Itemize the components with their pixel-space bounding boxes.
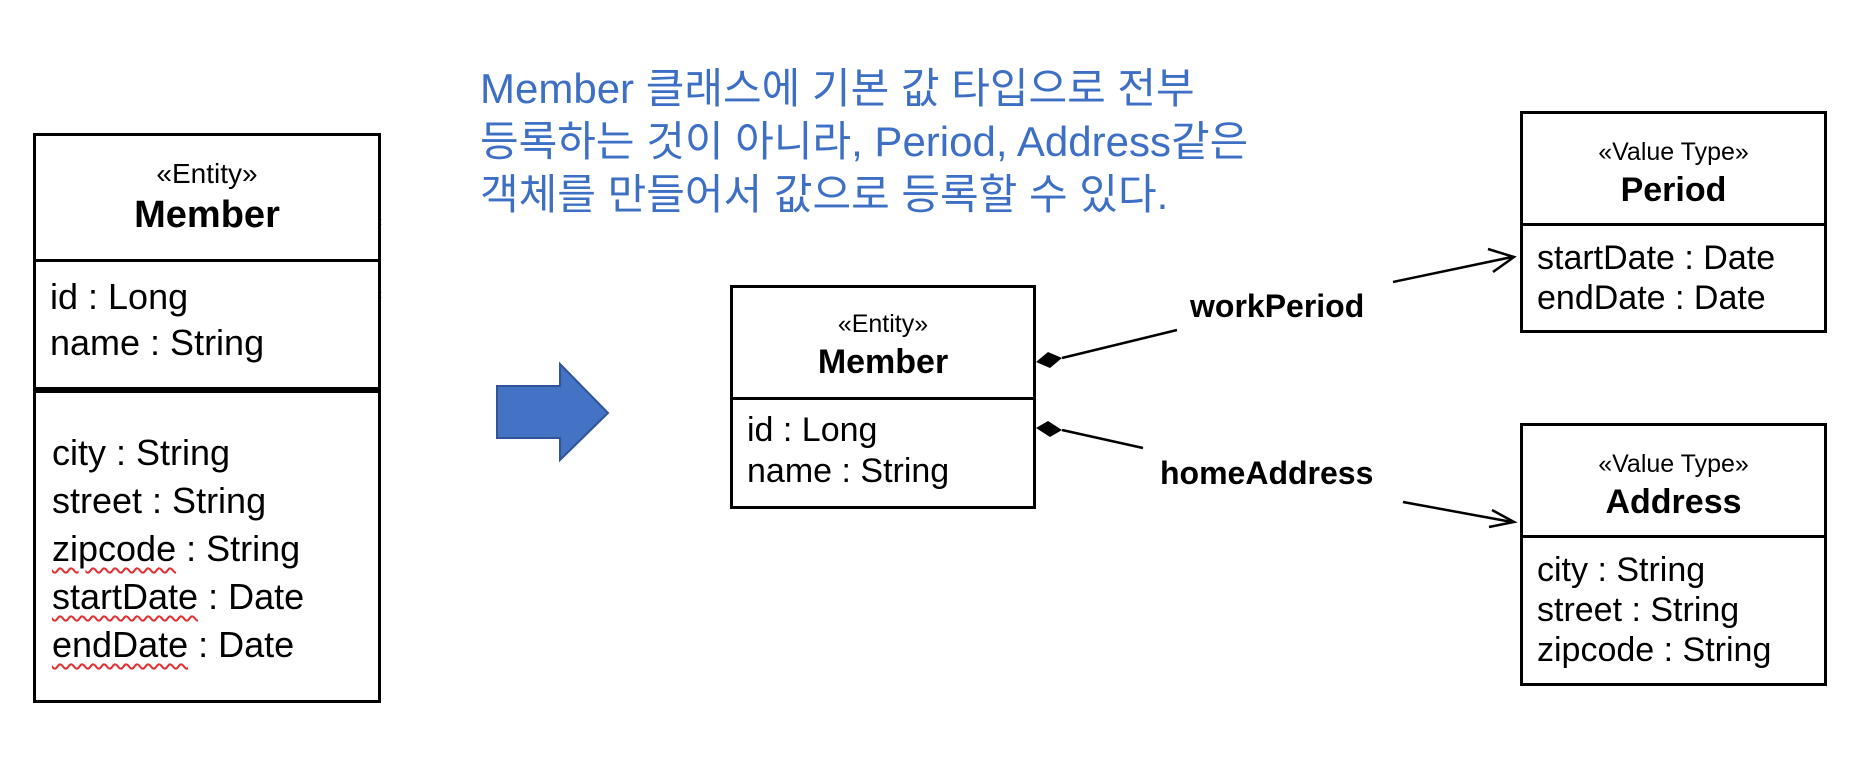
- home-address-line-2: [1402, 500, 1513, 524]
- member-entity-stereotype: «Entity»: [837, 310, 929, 338]
- address-attr-city: city : String: [1537, 551, 1706, 589]
- note-line-1: Member 클래스에 기본 값 타입으로 전부: [480, 65, 1195, 112]
- left-entity-attr-id: id : Long: [50, 276, 189, 317]
- member-entity-attr-id: id : Long: [747, 411, 878, 449]
- left-entity-attributes: id : Long name : String: [36, 262, 378, 390]
- address-header: «Value Type» Address: [1523, 426, 1824, 538]
- work-period-diamond: [1036, 352, 1062, 368]
- address-class-name: Address: [1605, 483, 1742, 521]
- home-address-line-1: [1061, 428, 1144, 450]
- attr-type-street: : String: [142, 480, 267, 521]
- attr-type-zipcode: : String: [176, 528, 301, 569]
- attr-field-street: street: [52, 480, 143, 521]
- left-entity-embedded-attributes: city : String street : String zipcode : …: [36, 390, 378, 669]
- attr-field-enddate: endDate: [52, 624, 189, 665]
- work-period-line-2: [1392, 255, 1513, 284]
- left-entity-header: «Entity» Member: [36, 136, 378, 262]
- left-entity-stereotype: «Entity»: [156, 158, 258, 189]
- left-member-entity-box: «Entity» Member id : Long name : String …: [33, 133, 381, 703]
- address-stereotype: «Value Type»: [1598, 450, 1749, 478]
- transform-arrow: [496, 361, 610, 463]
- period-stereotype: «Value Type»: [1598, 138, 1749, 166]
- period-value-type-box: «Value Type» Period startDate : Date end…: [1520, 111, 1827, 333]
- period-header: «Value Type» Period: [1523, 114, 1824, 226]
- left-entity-attr-street: street : String: [52, 477, 378, 525]
- attr-type-city: : String: [106, 432, 231, 473]
- period-attr-enddate: endDate : Date: [1537, 279, 1766, 317]
- period-attributes: startDate : Date endDate : Date: [1523, 226, 1824, 318]
- left-entity-attr-city: city : String: [52, 429, 378, 477]
- left-entity-attr-zipcode: zipcode : String: [52, 525, 378, 573]
- explanation-note: Member 클래스에 기본 값 타입으로 전부 등록하는 것이 아니라, Pe…: [480, 62, 1380, 221]
- note-line-3: 객체를 만들어서 값으로 등록할 수 있다.: [480, 171, 1169, 218]
- member-entity-attr-name: name : String: [747, 452, 950, 490]
- work-period-line-1: [1061, 328, 1178, 360]
- address-value-type-box: «Value Type» Address city : String stree…: [1520, 423, 1827, 686]
- left-entity-attr-name: name : String: [50, 322, 265, 363]
- work-period-arrowhead: [1487, 247, 1517, 274]
- note-line-2: 등록하는 것이 아니라, Period, Address같은: [480, 118, 1249, 165]
- left-entity-attr-enddate: endDate : Date: [52, 621, 378, 669]
- member-entity-header: «Entity» Member: [733, 288, 1033, 400]
- left-entity-attr-startdate: startDate : Date: [52, 573, 378, 621]
- address-attr-street: street : String: [1537, 591, 1740, 629]
- left-entity-class-name: Member: [134, 194, 280, 236]
- period-class-name: Period: [1620, 171, 1727, 209]
- home-address-diamond: [1036, 421, 1062, 437]
- home-address-label: homeAddress: [1160, 455, 1374, 491]
- attr-field-zipcode: zipcode: [52, 528, 177, 569]
- attr-type-startdate: : Date: [198, 576, 305, 617]
- address-attributes: city : String street : String zipcode : …: [1523, 538, 1824, 670]
- work-period-label: workPeriod: [1190, 288, 1365, 324]
- period-attr-startdate: startDate : Date: [1537, 239, 1776, 277]
- attr-field-startdate: startDate: [52, 576, 199, 617]
- home-address-arrowhead: [1488, 508, 1518, 529]
- address-attr-zipcode: zipcode : String: [1537, 631, 1772, 669]
- attr-type-enddate: : Date: [188, 624, 295, 665]
- member-entity-class-name: Member: [817, 343, 949, 381]
- attr-field-city: city: [52, 432, 106, 473]
- member-entity-attributes: id : Long name : String: [733, 400, 1033, 492]
- member-entity-box: «Entity» Member id : Long name : String: [730, 285, 1036, 509]
